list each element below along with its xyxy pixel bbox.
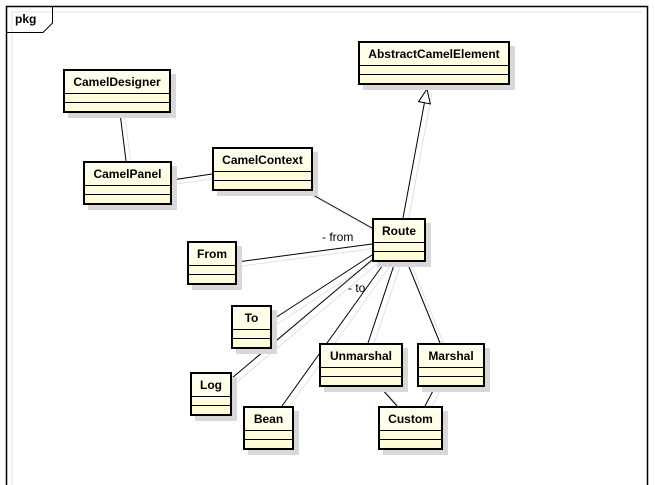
relation-shadow bbox=[372, 265, 401, 348]
relation-association-route-marshal[interactable] bbox=[406, 261, 441, 344]
relation-shadow bbox=[176, 177, 218, 185]
class-name: CamelContext bbox=[222, 153, 303, 167]
relation-shadow bbox=[124, 116, 132, 166]
class-abstract-camel-element[interactable]: AbstractCamelElement bbox=[358, 41, 510, 85]
class-name: Log bbox=[200, 378, 222, 392]
relation-association-unmarshal-custom[interactable] bbox=[379, 386, 398, 407]
class-log[interactable]: Log bbox=[190, 372, 232, 416]
class-name: CamelPanel bbox=[93, 167, 162, 181]
class-name: To bbox=[244, 311, 259, 325]
relation-association-route-log[interactable] bbox=[231, 259, 373, 379]
relation-shadow bbox=[407, 92, 433, 223]
class-name: Marshal bbox=[428, 349, 474, 363]
relation-shadow bbox=[411, 265, 446, 348]
class-name: Unmarshal bbox=[329, 349, 393, 363]
generalization-arrowhead-icon bbox=[417, 87, 431, 105]
relation-association-route-to[interactable] bbox=[271, 254, 373, 321]
class-to[interactable]: To bbox=[231, 305, 272, 349]
relation-shadow bbox=[286, 265, 391, 411]
relation-generalization-route-abstract-camel-element[interactable] bbox=[402, 88, 428, 219]
class-from[interactable]: From bbox=[187, 241, 237, 285]
relation-association-route-bean[interactable] bbox=[281, 261, 386, 407]
package-label: pkg bbox=[15, 12, 37, 26]
relation-association-camel-designer-camel-panel[interactable] bbox=[119, 112, 127, 162]
package-tab: pkg bbox=[6, 6, 52, 32]
relation-association-camel-panel-camel-context[interactable] bbox=[171, 173, 213, 181]
relation-shadow bbox=[241, 247, 378, 267]
relation-association-marshal-custom[interactable] bbox=[424, 386, 436, 407]
class-name: Custom bbox=[388, 412, 433, 426]
class-camel-panel[interactable]: CamelPanel bbox=[83, 161, 172, 205]
class-marshal[interactable]: Marshal bbox=[417, 343, 485, 387]
class-camel-designer[interactable]: CamelDesigner bbox=[63, 69, 171, 113]
package-tab-outline bbox=[6, 6, 53, 33]
association-label-from: - from bbox=[322, 230, 354, 244]
relation-association-route-unmarshal[interactable] bbox=[367, 261, 396, 344]
relation-association-camel-context-route[interactable] bbox=[305, 190, 373, 229]
relation-association-route-from[interactable] bbox=[236, 243, 373, 263]
class-camel-context[interactable]: CamelContext bbox=[212, 147, 313, 191]
class-name: Bean bbox=[253, 412, 284, 426]
class-custom[interactable]: Custom bbox=[378, 406, 443, 450]
class-name: From bbox=[197, 247, 227, 261]
class-name: CamelDesigner bbox=[73, 75, 161, 89]
class-name: AbstractCamelElement bbox=[368, 47, 500, 61]
package-frame bbox=[5, 5, 649, 485]
relation-shadow bbox=[310, 194, 378, 233]
class-bean[interactable]: Bean bbox=[243, 406, 294, 450]
class-name: Route bbox=[382, 224, 416, 238]
class-route[interactable]: Route bbox=[372, 218, 426, 262]
association-label-to: - to bbox=[348, 281, 366, 295]
relation-shadow bbox=[236, 263, 378, 383]
package-frame-shadow bbox=[11, 11, 642, 485]
class-unmarshal[interactable]: Unmarshal bbox=[319, 343, 403, 387]
